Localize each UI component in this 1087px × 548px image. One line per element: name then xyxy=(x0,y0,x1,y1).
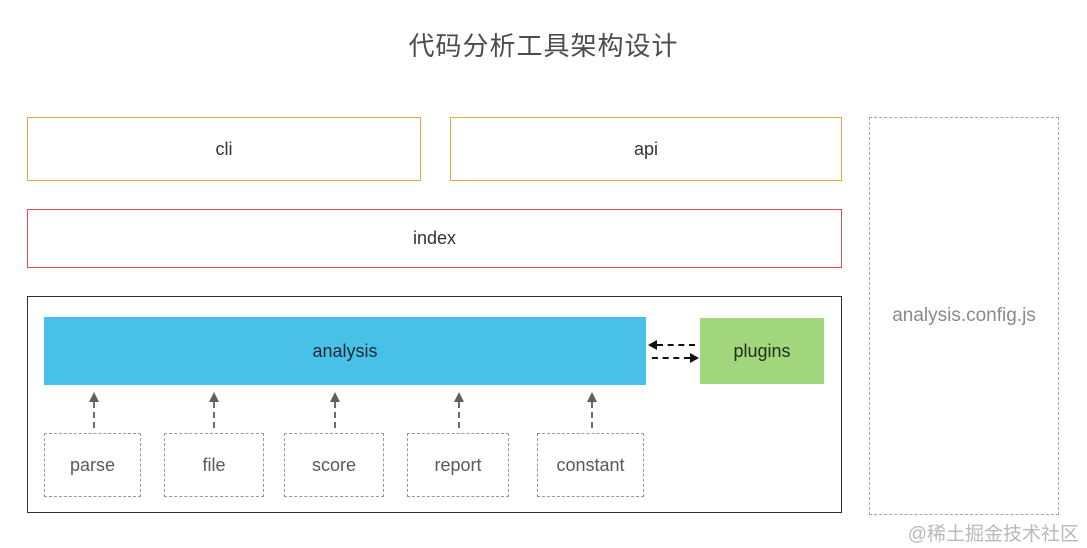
up-arrow-score-icon xyxy=(330,392,340,428)
up-arrow-constant-icon xyxy=(587,392,597,428)
api-label: api xyxy=(633,138,659,159)
up-arrow-file-icon xyxy=(209,392,219,428)
index-box: index xyxy=(27,209,842,268)
analysis-box: analysis xyxy=(44,317,646,385)
module-box-file: file xyxy=(164,433,264,497)
analysis-config-box: analysis.config.js xyxy=(869,117,1059,515)
api-box: api xyxy=(450,117,842,181)
module-box-score: score xyxy=(284,433,384,497)
analysis-config-label: analysis.config.js xyxy=(892,305,1036,326)
up-arrow-parse-icon xyxy=(89,392,99,428)
index-label: index xyxy=(412,228,457,248)
cli-label: cli xyxy=(215,138,233,159)
module-label: constant xyxy=(556,454,625,475)
module-label: score xyxy=(311,454,356,475)
dashed-arrow-right-icon xyxy=(652,353,699,363)
module-label: parse xyxy=(69,454,116,475)
up-arrow-report-icon xyxy=(454,392,464,428)
module-box-report: report xyxy=(407,433,509,497)
module-label: file xyxy=(202,454,226,475)
module-label: report xyxy=(434,454,482,475)
core-container: analysis plugins parse file score report… xyxy=(27,296,842,513)
cli-box: cli xyxy=(27,117,421,181)
plugins-label: plugins xyxy=(733,340,791,361)
analysis-label: analysis xyxy=(312,340,378,361)
watermark: @稀土掘金技术社区 xyxy=(907,524,1079,545)
module-box-constant: constant xyxy=(537,433,644,497)
module-box-parse: parse xyxy=(44,433,141,497)
dashed-arrow-left-icon xyxy=(648,340,695,350)
plugins-box: plugins xyxy=(700,318,824,384)
page-title: 代码分析工具架构设计 xyxy=(408,31,679,61)
